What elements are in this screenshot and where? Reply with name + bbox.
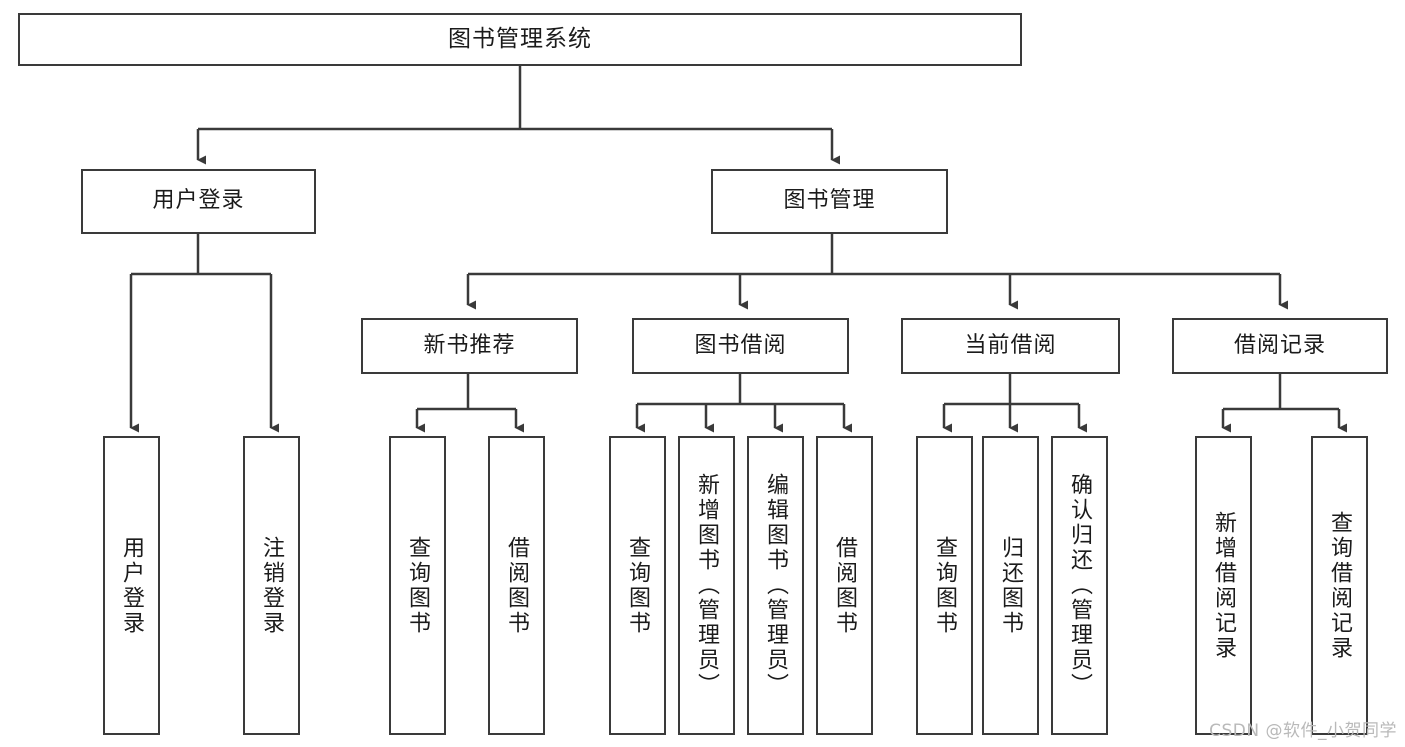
node-label: 归还图书 xyxy=(998,535,1024,636)
node-new-book-recommend[interactable]: 新书推荐 xyxy=(361,318,578,374)
node-label: 查询图书 xyxy=(932,535,958,636)
node-label: 当前借阅 xyxy=(964,332,1057,358)
node-label: 确认归还（管理员） xyxy=(1067,473,1093,698)
leaf-borrow-record-add-record[interactable]: 新增借阅记录 xyxy=(1195,436,1252,735)
leaf-new-book-borrow-book[interactable]: 借阅图书 xyxy=(488,436,545,735)
node-label: 注销登录 xyxy=(259,535,285,636)
leaf-user-login-login[interactable]: 用户登录 xyxy=(103,436,160,735)
node-label: 新增图书（管理员） xyxy=(694,473,720,698)
leaf-book-borrow-query-book[interactable]: 查询图书 xyxy=(609,436,666,735)
node-label: 查询借阅记录 xyxy=(1327,510,1353,661)
node-label: 查询图书 xyxy=(405,535,431,636)
node-book-management[interactable]: 图书管理 xyxy=(711,169,948,234)
node-current-borrow[interactable]: 当前借阅 xyxy=(901,318,1120,374)
node-borrow-record[interactable]: 借阅记录 xyxy=(1172,318,1388,374)
node-label: 借阅图书 xyxy=(832,535,858,636)
node-label: 用户登录 xyxy=(119,535,145,636)
node-label: 新书推荐 xyxy=(423,332,516,358)
node-label: 编辑图书（管理员） xyxy=(763,473,789,698)
node-label: 查询图书 xyxy=(625,535,651,636)
node-label: 新增借阅记录 xyxy=(1211,510,1237,661)
leaf-book-borrow-borrow-book[interactable]: 借阅图书 xyxy=(816,436,873,735)
leaf-borrow-record-query-record[interactable]: 查询借阅记录 xyxy=(1311,436,1368,735)
node-label: 图书借阅 xyxy=(694,332,787,358)
leaf-book-borrow-edit-book-admin[interactable]: 编辑图书（管理员） xyxy=(747,436,804,735)
node-label: 借阅图书 xyxy=(504,535,530,636)
node-label: 图书管理 xyxy=(783,188,876,214)
node-label: 用户登录 xyxy=(152,188,245,214)
node-root-book-management-system[interactable]: 图书管理系统 xyxy=(18,13,1022,66)
leaf-current-borrow-confirm-return-admin[interactable]: 确认归还（管理员） xyxy=(1051,436,1108,735)
leaf-new-book-query-book[interactable]: 查询图书 xyxy=(389,436,446,735)
watermark-text: CSDN @软件_小贺同学 xyxy=(1209,721,1397,741)
node-user-login[interactable]: 用户登录 xyxy=(81,169,316,234)
leaf-current-borrow-return-book[interactable]: 归还图书 xyxy=(982,436,1039,735)
leaf-book-borrow-add-book-admin[interactable]: 新增图书（管理员） xyxy=(678,436,735,735)
leaf-current-borrow-query-book[interactable]: 查询图书 xyxy=(916,436,973,735)
node-label: 图书管理系统 xyxy=(448,25,592,52)
leaf-user-login-logout[interactable]: 注销登录 xyxy=(243,436,300,735)
node-label: 借阅记录 xyxy=(1233,332,1326,358)
node-book-borrow[interactable]: 图书借阅 xyxy=(632,318,849,374)
